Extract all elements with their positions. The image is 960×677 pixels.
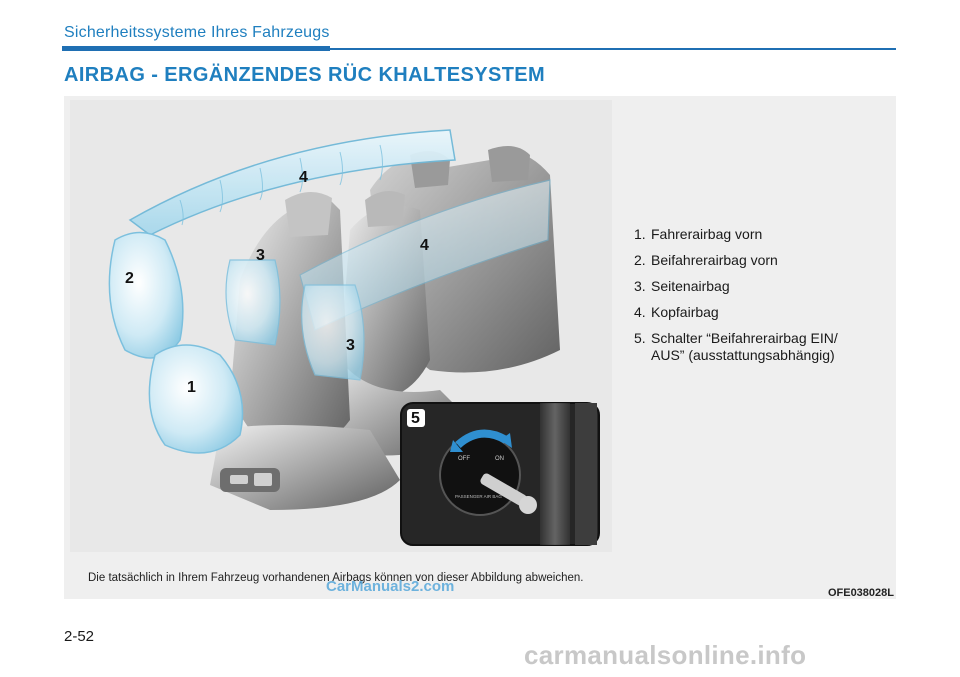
legend-item: 5.Schalter “Beifahrerairbag EIN/ AUS” (a… (634, 330, 838, 363)
watermark-small[interactable]: CarManuals2.com (326, 578, 455, 595)
section-header: Sicherheitssysteme Ihres Fahrzeugs (64, 24, 330, 41)
page-title: AIRBAG - ERGÄNZENDES RÜC KHALTESYSTEM (64, 64, 546, 86)
callout-2: 2 (125, 270, 134, 287)
callout-3-driver: 3 (256, 247, 265, 264)
header-rule-thick (62, 46, 330, 51)
watermark-site[interactable]: carmanualsonline.info (524, 640, 807, 670)
figure-code: OFE038028L (827, 587, 894, 599)
callout-4-front: 4 (299, 169, 308, 186)
callout-1: 1 (187, 379, 196, 396)
switch-off-label: OFF (458, 456, 470, 462)
legend-list: 1.Fahrerairbag vorn 2.Beifahrerairbag vo… (634, 226, 861, 373)
airbag-illustration-svg: 1 2 3 3 4 4 OFF ON PASSENGER AIR BAG (108, 129, 600, 546)
switch-caption: PASSENGER AIR BAG (455, 494, 502, 499)
airbag-illustration: 1 2 3 3 4 4 OFF ON PASSENGER AIR BAG (70, 100, 612, 552)
switch-inset: OFF ON PASSENGER AIR BAG 5 (400, 402, 600, 546)
callout-5: 5 (411, 410, 420, 427)
page-number: 2-52 (64, 628, 95, 645)
callout-4-rear: 4 (420, 237, 429, 254)
legend-item: 4.Kopfairbag (634, 304, 719, 320)
callout-3-passenger: 3 (346, 337, 355, 354)
legend-item: 1.Fahrerairbag vorn (634, 226, 763, 242)
figure-panel: 1 2 3 3 4 4 OFF ON PASSENGER AIR BAG (64, 96, 896, 599)
legend-item: 3.Seitenairbag (634, 278, 730, 294)
legend-item: 2.Beifahrerairbag vorn (634, 252, 778, 268)
header-rule-thin (330, 48, 896, 50)
figure-disclaimer: Die tatsächlich in Ihrem Fahrzeug vorhan… (88, 572, 584, 584)
switch-on-label: ON (495, 456, 504, 462)
